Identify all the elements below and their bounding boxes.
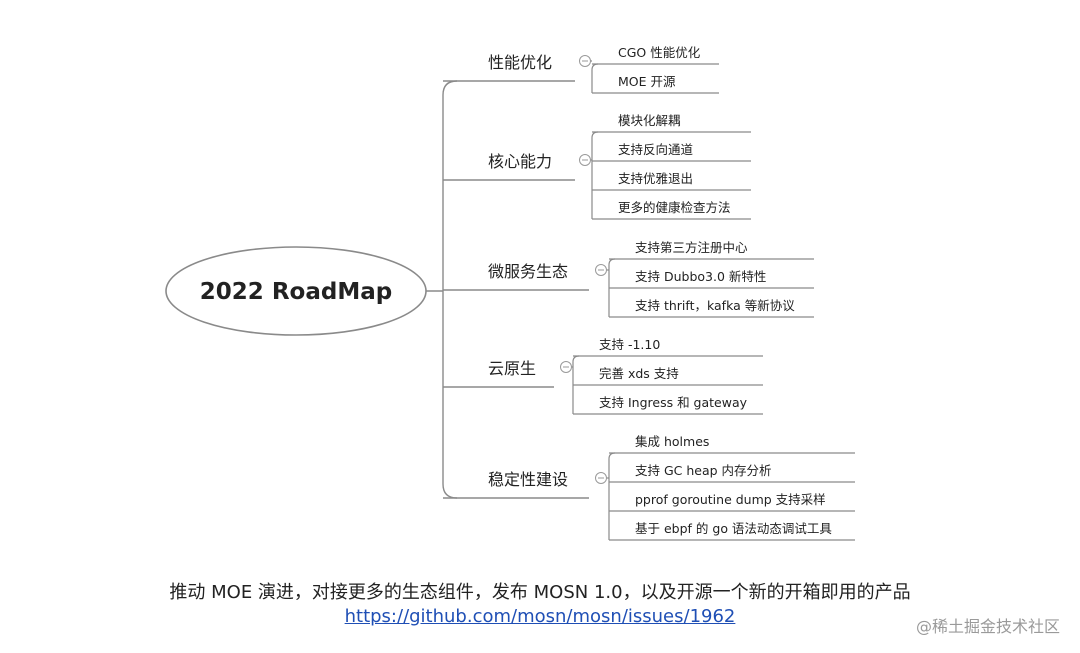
branch-label[interactable]: 性能优化 [488,53,552,72]
collapse-icon[interactable] [579,55,591,67]
leaf-bracket [591,131,599,219]
caption-text: 推动 MOE 演进，对接更多的生态组件，发布 MOSN 1.0，以及开源一个新的… [169,582,911,603]
branch-label[interactable]: 稳定性建设 [488,470,568,489]
branch-label[interactable]: 云原生 [488,359,536,378]
collapse-icon[interactable] [579,154,591,166]
leaf-label[interactable]: 集成 holmes [635,434,709,449]
leaf-label[interactable]: 支持 thrift，kafka 等新协议 [635,298,795,313]
collapse-icon[interactable] [595,264,607,276]
branch-5: 稳定性建设 集成 holmes 支持 GC heap 内存分析 pprof gorou… [443,434,855,541]
leaf-label[interactable]: 基于 ebpf 的 go 语法动态调试工具 [635,521,832,536]
branch-1: 性能优化 CGO 性能优化 MOE 开源 [443,45,719,94]
issue-link[interactable]: https://github.com/mosn/mosn/issues/1962 [344,606,736,627]
collapse-icon[interactable] [560,361,572,373]
leaf-label[interactable]: 支持反向通道 [618,142,694,157]
leaf-bracket [608,452,616,540]
branch-label[interactable]: 核心能力 [488,152,552,171]
root-label: 2022 RoadMap [200,279,392,305]
watermark: @稀土掘金技术社区 [915,617,1060,636]
leaf-label[interactable]: CGO 性能优化 [618,45,701,60]
leaf-label[interactable]: 支持 Ingress 和 gateway [599,395,748,410]
leaf-label[interactable]: 支持优雅退出 [618,171,693,186]
leaf-label[interactable]: MOE 开源 [618,74,676,89]
leaf-label[interactable]: 完善 xds 支持 [599,366,679,381]
leaf-label[interactable]: 支持 -1.10 [599,337,660,352]
leaf-label[interactable]: 更多的健康检查方法 [618,200,731,215]
leaf-label[interactable]: 支持 Dubbo3.0 新特性 [635,269,766,284]
leaf-label[interactable]: 支持 GC heap 内存分析 [635,463,772,478]
leaf-label[interactable]: 模块化解耦 [618,113,681,128]
leaf-label[interactable]: pprof goroutine dump 支持采样 [635,492,826,507]
leaf-bracket [591,63,599,93]
collapse-icon[interactable] [595,472,607,484]
leaf-label[interactable]: 支持第三方注册中心 [635,240,748,255]
branch-label[interactable]: 微服务生态 [488,262,568,281]
